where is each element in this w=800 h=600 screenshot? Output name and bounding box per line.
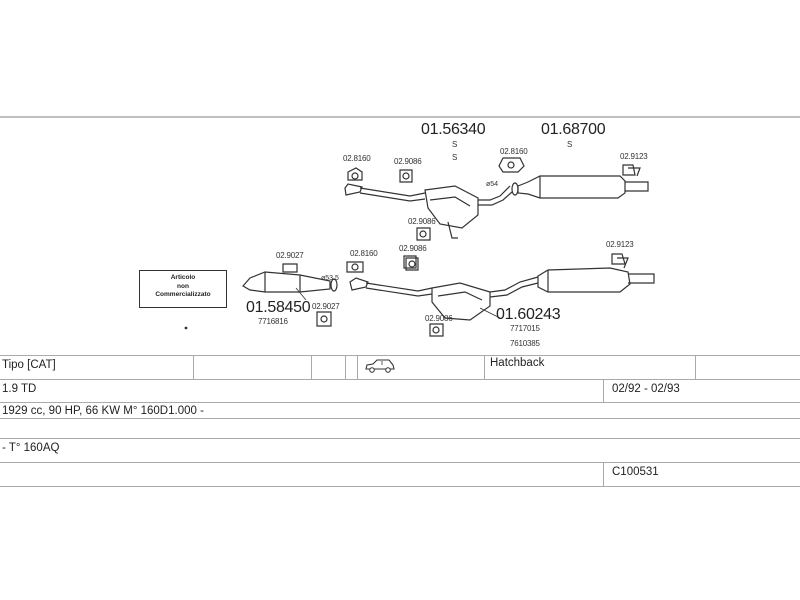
period-cell: 02/92 - 02/93 [612, 383, 680, 395]
column-divider [311, 355, 312, 379]
note-line: Commercializzato [155, 291, 211, 298]
model-cell: Tipo [CAT] [2, 359, 56, 371]
oe-number: 7716816 [258, 317, 288, 326]
code-cell: C100531 [612, 466, 659, 478]
part-marker: S [567, 140, 573, 149]
accessory-number[interactable]: 02.9123 [606, 240, 634, 249]
specs-cell: 1929 cc, 90 HP, 66 KW M° 160D1.000 - [2, 405, 204, 417]
accessory-number[interactable]: 02.9086 [399, 244, 427, 253]
lower-middle-silencer [431, 282, 491, 321]
accessory-number[interactable]: 02.8160 [350, 249, 378, 258]
part-number-front-pipe[interactable]: 01.58450 [246, 299, 311, 316]
note-line: Articolo [170, 274, 196, 281]
note-line: non [177, 282, 189, 290]
part-marker: S [452, 140, 458, 149]
diameter-label: ø53.5 [321, 275, 339, 282]
accessory-number[interactable]: 02.9086 [408, 217, 436, 226]
body-type-cell: Hatchback [490, 357, 545, 369]
part-marker: S [452, 153, 458, 162]
accessory-number[interactable]: 02.8160 [500, 147, 528, 156]
table-row [0, 378, 800, 403]
upper-hangers [347, 157, 636, 271]
column-divider [357, 355, 358, 379]
hatchback-car-icon [364, 358, 396, 379]
diameter-label: ø54 [486, 181, 499, 188]
column-divider [484, 355, 485, 379]
table-row [0, 438, 800, 463]
column-divider [695, 355, 696, 379]
column-divider [345, 355, 346, 379]
lower-front-pipe [242, 271, 331, 293]
exhaust-system-diagram: 01.56340 S S 01.68700 S 01.58450 7716816… [0, 116, 800, 348]
upper-pipe-tip [344, 183, 363, 196]
lower-rear-silencer [537, 267, 631, 293]
column-divider [603, 379, 604, 403]
engine-cell: 1.9 TD [2, 383, 37, 395]
lower-hangers [282, 253, 626, 337]
accessory-number[interactable]: 02.9123 [620, 152, 648, 161]
table-row [0, 418, 800, 439]
accessory-number[interactable]: 02.9027 [312, 302, 340, 311]
accessory-number[interactable]: 02.9086 [425, 314, 453, 323]
table-row [0, 462, 800, 487]
upper-middle-silencer [424, 185, 479, 229]
accessory-number[interactable]: 02.9027 [276, 251, 304, 260]
column-divider [193, 355, 194, 379]
exhaust-drawing [0, 116, 800, 337]
part-number-middle-silencer[interactable]: 01.60243 [496, 306, 561, 323]
upper-rear-silencer [517, 175, 626, 199]
not-commercialized-note: Articolo non Commercializzato [139, 270, 227, 308]
part-number-rear-silencer-a[interactable]: 01.56340 [421, 121, 486, 138]
accessory-number[interactable]: 02.8160 [343, 154, 371, 163]
oe-number: 7610385 [510, 339, 540, 348]
column-divider [603, 462, 604, 486]
oe-number: 7717015 [510, 324, 540, 333]
table-row [0, 355, 800, 380]
part-number-rear-silencer-b[interactable]: 01.68700 [541, 121, 606, 138]
gearbox-cell: - T° 160AQ [2, 442, 60, 454]
accessory-number[interactable]: 02.9086 [394, 157, 422, 166]
table-row [0, 402, 800, 419]
